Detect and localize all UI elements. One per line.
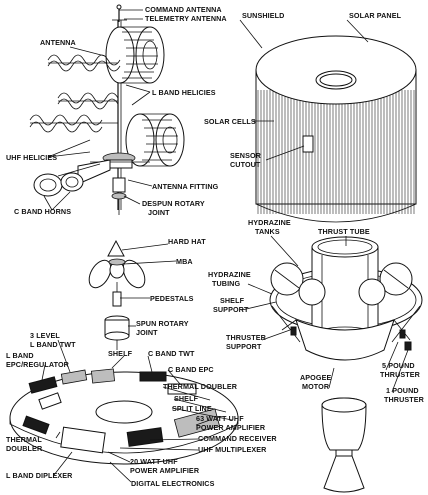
antenna-fitting-hub [90,152,150,215]
label-thruster-support-line1: THRUSTER [226,333,267,342]
label-spun-rotary-joint-line1: SPUN ROTARY [136,319,189,328]
label-l-band-epc-regulator-line2: EPC/REGULATOR [6,360,70,369]
label-c-band-twt: C BAND TWT [148,349,195,358]
label-c-band-horns: C BAND HORNS [14,207,71,216]
label-hydrazine-tubing-line1: HYDRAZINE [208,270,251,279]
label-apogee-motor-line2: MOTOR [302,382,330,391]
solar-panel-drum [239,19,417,223]
label-20-watt-uhf-line1: 20 WATT UHF [130,457,178,466]
label-c-band-epc: C BAND EPC [168,365,214,374]
equipment-shelf [9,339,239,483]
label-1-pound-thruster-line1: 1 POUND [386,386,419,395]
label-63-watt-uhf-line1: 63 WATT UHF [196,414,244,423]
label-3-level-l-band-twt-line2: L BAND TWT [30,340,76,349]
label-solar-panel: SOLAR PANEL [349,11,402,20]
label-command-antenna: COMMAND ANTENNA [145,5,222,14]
label-shelf-right: SHELF [174,394,199,403]
l-band-helix-coils [29,54,121,133]
propulsion-assembly [241,235,423,393]
label-telemetry-antenna: TELEMETRY ANTENNA [145,14,227,23]
label-hydrazine-tanks-line1: HYDRAZINE [248,218,291,227]
despun-components [88,239,177,350]
antenna-assembly [29,4,185,215]
label-apogee-motor-line1: APOGEE [300,373,331,382]
label-thrust-tube: THRUST TUBE [318,227,370,236]
label-thruster-support-line2: SUPPORT [226,342,262,351]
label-uhf-multiplexer: UHF MULTIPLEXER [198,445,267,454]
label-command-receiver: COMMAND RECEIVER [198,434,277,443]
label-shelf-support-line2: SUPPORT [213,305,249,314]
label-5-pound-thruster-line2: THRUSTER [380,370,421,379]
label-20-watt-uhf-line2: POWER AMPLIFIER [130,466,200,475]
label-l-band-diplexer: L BAND DIPLEXER [6,471,73,480]
label-digital-electronics: DIGITAL ELECTRONICS [131,479,215,488]
label-spun-rotary-joint-line2: JOINT [136,328,158,337]
label-thermal-doubler-right: THERMAL DOUBLER [163,382,238,391]
label-l-band-helicies: L BAND HELICIES [152,88,216,97]
label-sunshield: SUNSHIELD [242,11,284,20]
label-antenna: ANTENNA [40,38,76,47]
label-solar-cells: SOLAR CELLS [204,117,256,126]
label-sensor-cutout-line2: CUTOUT [230,160,261,169]
label-3-level-l-band-twt-line1: 3 LEVEL [30,331,60,340]
label-hard-hat: HARD HAT [168,237,206,246]
label-despun-rotary-joint-line2: JOINT [148,208,170,217]
label-shelf-support-line1: SHELF [220,296,245,305]
apogee-motor [321,397,367,493]
upper-uhf-helix-drum [105,26,165,84]
c-band-horns [33,159,111,197]
label-thermal-doubler-left-line2: DOUBLER [6,444,43,453]
label-pedestals: PEDESTALS [150,294,194,303]
label-despun-rotary-joint-line1: DESPUN ROTARY [142,199,205,208]
label-sensor-cutout-line1: SENSOR [230,151,262,160]
sensor-cutout [302,135,314,153]
label-antenna-fitting: ANTENNA FITTING [152,182,219,191]
lower-uhf-helix-drum [125,113,185,167]
label-hydrazine-tubing-line2: TUBING [212,279,240,288]
label-1-pound-thruster-line2: THRUSTER [384,395,425,404]
label-thermal-doubler-left-line1: THERMAL [6,435,42,444]
label-l-band-epc-regulator-line1: L BAND [6,351,34,360]
label-shelf-top: SHELF [108,349,133,358]
label-5-pound-thruster-line1: 5 POUND [382,361,415,370]
label-split-line: SPLIT LINE [172,404,212,413]
label-mba: MBA [176,257,193,266]
label-uhf-helicies: UHF HELICIES [6,153,57,162]
label-hydrazine-tanks-line2: TANKS [255,227,280,236]
labels: COMMAND ANTENNA TELEMETRY ANTENNA ANTENN… [6,5,425,488]
label-63-watt-uhf-line2: POWER AMPLIFIER [196,423,266,432]
